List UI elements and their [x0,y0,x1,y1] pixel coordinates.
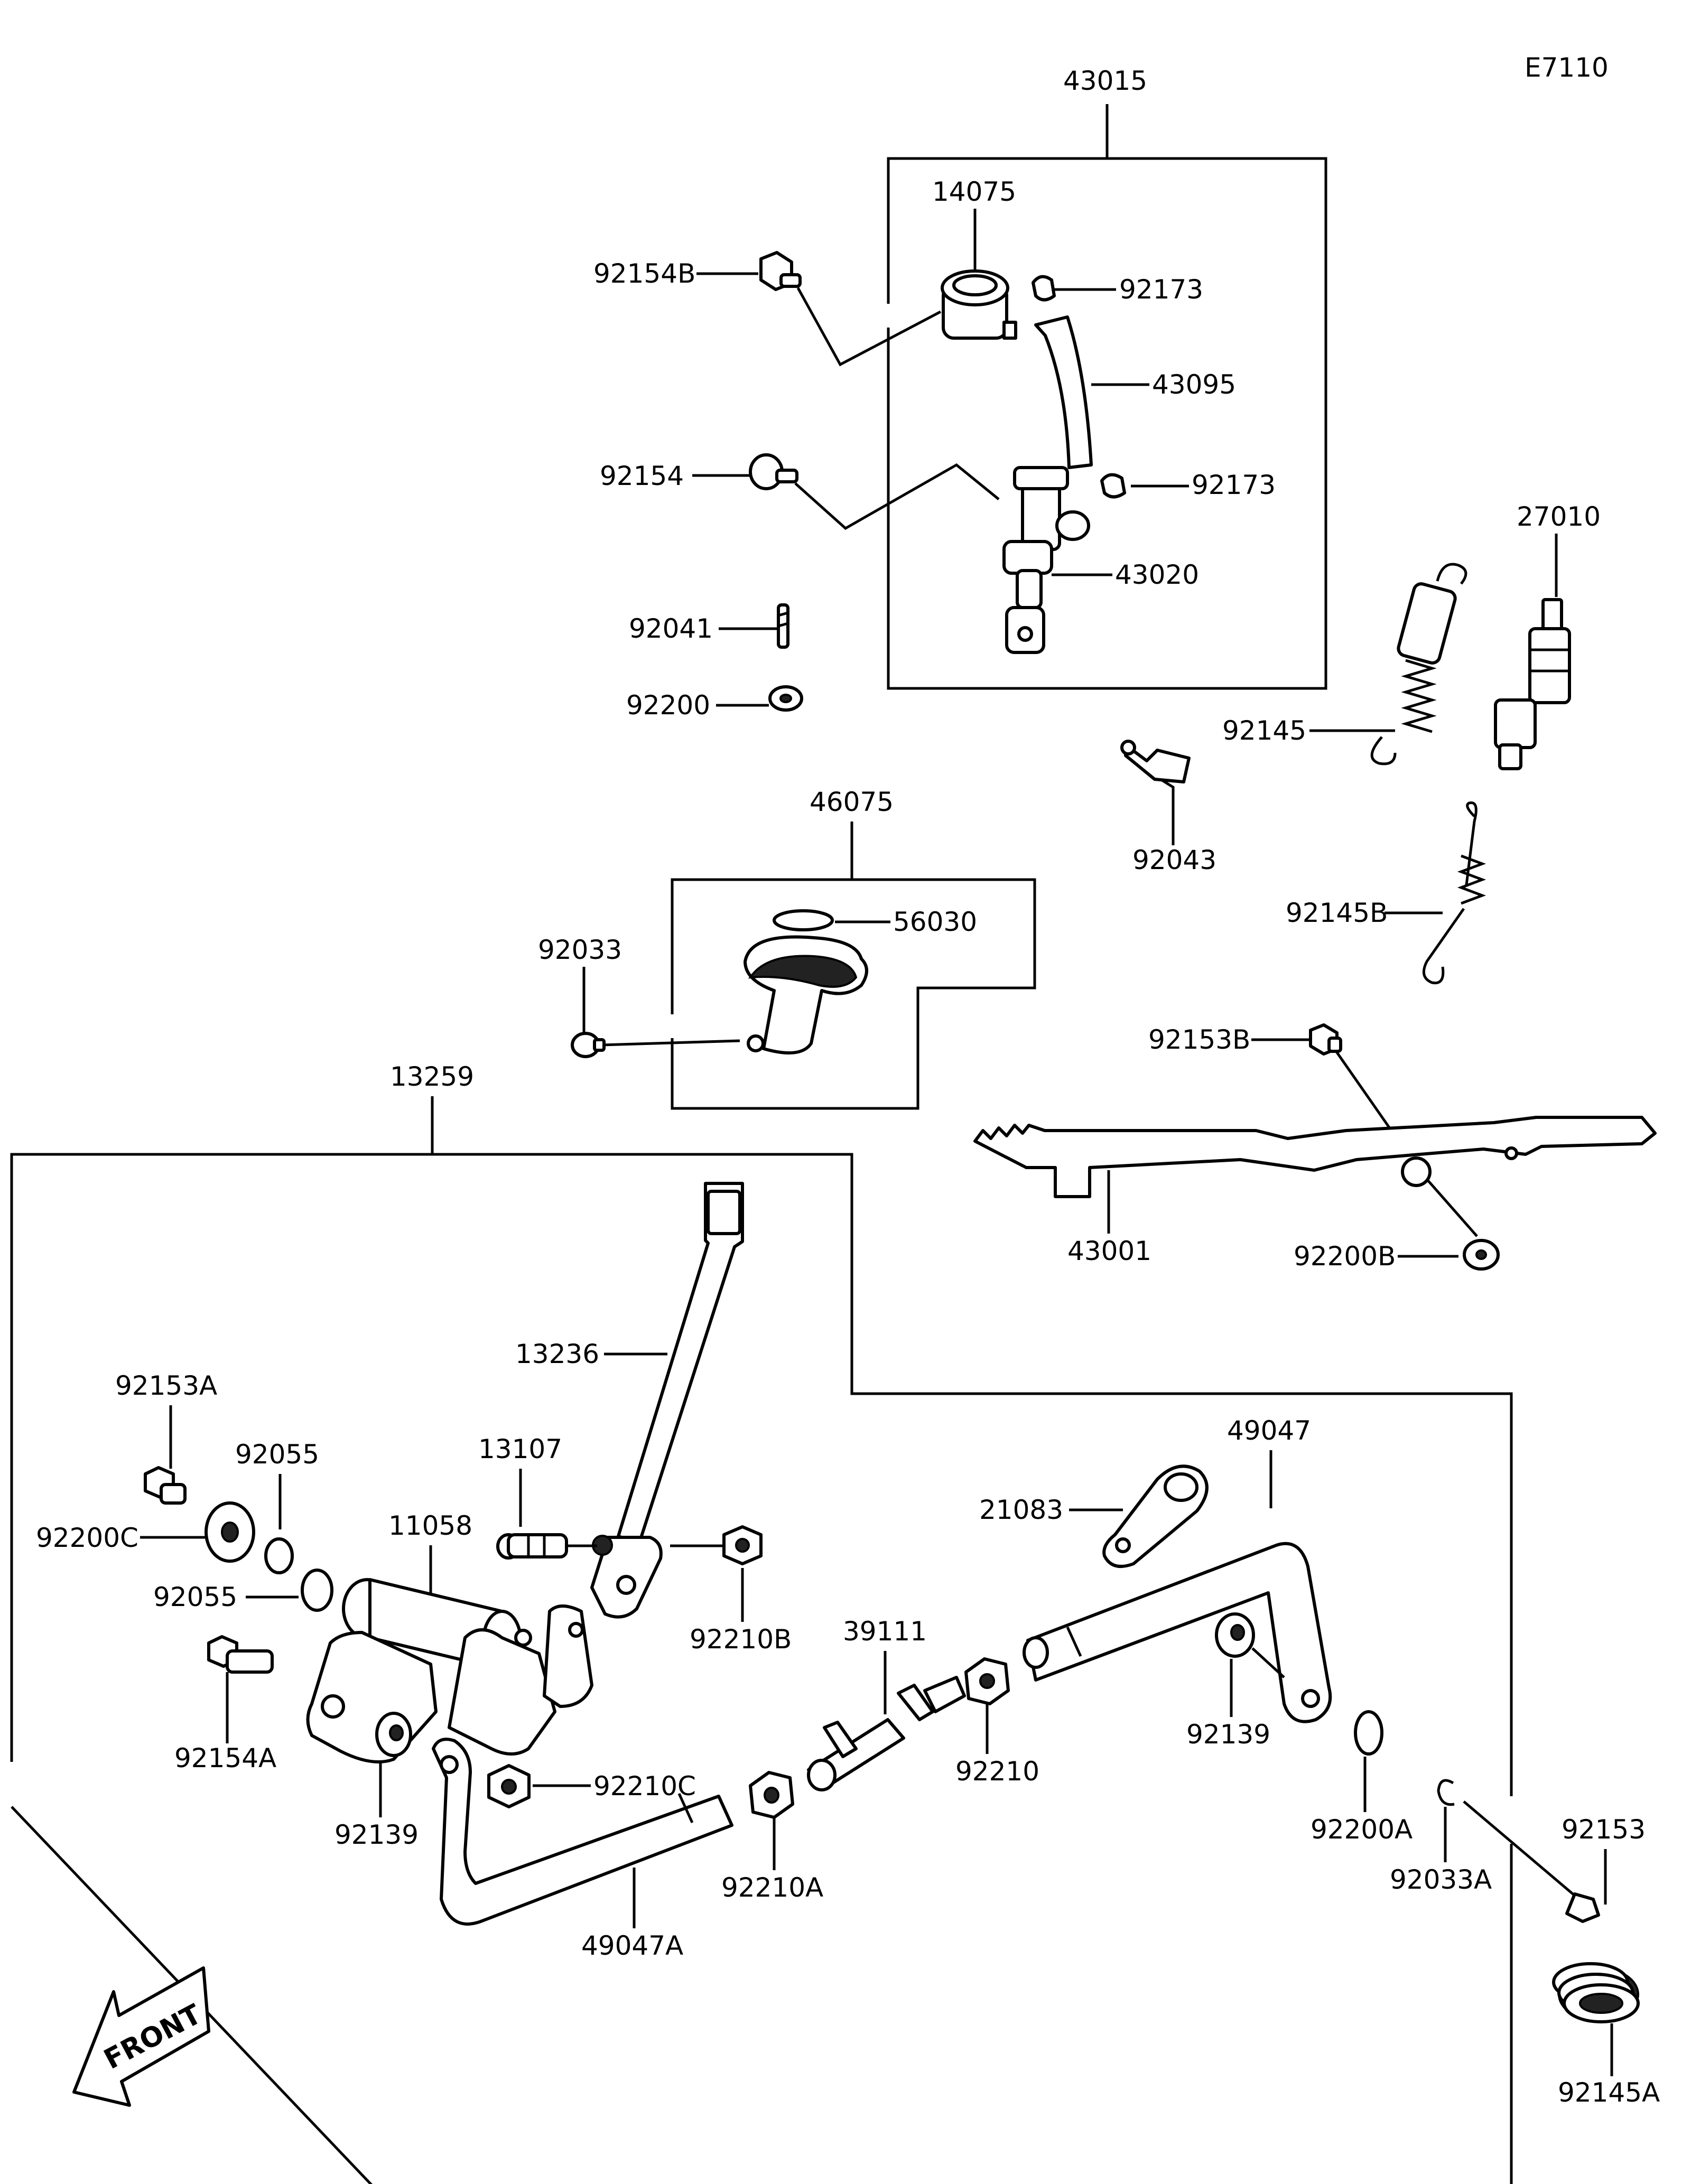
label-92153: 92153 [1562,1814,1646,1845]
label-92200B: 92200B [1294,1241,1396,1272]
label-21083: 21083 [979,1495,1063,1525]
part-13107-pin [496,1533,597,1560]
label-49047A: 49047A [581,1930,683,1961]
part-56030-emblem [773,909,834,931]
label-46075: 46075 [810,787,894,817]
label-43020: 43020 [1115,559,1199,590]
label-39111: 39111 [843,1616,927,1647]
part-92200C-washer [205,1501,255,1563]
part-92154A-bolt [207,1635,274,1674]
part-49047-rod [1023,1542,1332,1723]
label-92145B: 92145B [1286,898,1388,928]
part-92200B-washer [1463,1239,1500,1271]
part-92145B-spring [1422,801,1486,985]
part-92033A-clip [1437,1779,1455,1806]
label-92055-lower: 92055 [153,1582,237,1612]
part-92210B-nut [722,1525,763,1565]
part-14075-reservoir [941,269,1017,340]
label-27010: 27010 [1517,501,1601,532]
part-92033-screw [571,1032,606,1058]
label-49047: 49047 [1227,1415,1311,1446]
diagram-code: E7110 [1525,52,1609,83]
part-39111-adjuster [807,1676,966,1791]
label-92210B: 92210B [690,1624,792,1655]
label-92033A: 92033A [1390,1864,1492,1895]
label-92153B: 92153B [1148,1024,1250,1055]
label-92200C: 92200C [36,1523,138,1553]
group-13259-box [10,1153,1513,2184]
label-92173-top: 92173 [1119,274,1203,305]
part-43095-hose [1034,315,1093,469]
front-arrow-icon: FRONT [72,1966,210,2107]
label-92210C: 92210C [593,1771,696,1802]
part-92200A-washer [1354,1710,1383,1756]
part-92153-bolt [1565,1892,1600,1923]
label-11058: 11058 [388,1510,472,1541]
part-92153B-bolt [1309,1023,1342,1056]
label-92210: 92210 [955,1756,1039,1787]
part-46075-knob [744,935,868,1054]
part-11058-shaft [306,1578,593,1763]
part-43001-brake-pedal [973,1116,1657,1198]
label-92043: 92043 [1132,845,1216,875]
label-92139-right: 92139 [1186,1719,1270,1750]
label-92210A: 92210A [721,1872,823,1903]
label-92154: 92154 [600,461,684,491]
part-92145-spring [1370,563,1467,766]
part-21083-lever [1102,1464,1209,1568]
label-56030: 56030 [893,907,977,937]
label-13107: 13107 [478,1434,562,1464]
part-92154B-bolt [759,251,802,291]
part-92200-washer [768,685,803,712]
group-46075-box [671,878,1036,1110]
label-92173-lower: 92173 [1192,470,1276,500]
label-92200A: 92200A [1311,1814,1413,1845]
part-92043-pin [1120,740,1191,783]
label-92145: 92145 [1222,715,1306,746]
part-92055-ring-lower [301,1569,333,1612]
label-92200: 92200 [626,690,710,721]
part-92210-nut [964,1657,1010,1705]
label-92154B: 92154B [593,258,695,289]
part-92210A-nut [749,1771,794,1819]
label-92139-left: 92139 [335,1819,419,1850]
label-43095: 43095 [1152,369,1236,400]
label-92033: 92033 [538,935,622,965]
part-92041-pin [777,603,789,649]
label-13259: 13259 [390,1061,474,1092]
part-43020-master-cylinder [1002,466,1090,654]
part-92145A-spring [1552,1962,1640,2023]
part-49047A-rod [432,1738,733,1926]
group-43015-box [887,104,1327,690]
label-92145A: 92145A [1558,2077,1660,2108]
part-92173-clamp-top [1032,275,1056,302]
label-92055-top: 92055 [235,1439,319,1470]
label-43015: 43015 [1063,66,1147,96]
part-92154-bolt [749,453,798,490]
part-92139-collar-right [1215,1612,1255,1658]
label-13236: 13236 [515,1339,599,1369]
part-92139-collar-left [375,1712,412,1757]
label-92154A: 92154A [174,1743,276,1774]
part-92055-ring-top [264,1537,294,1574]
part-92210C-nut [487,1764,531,1808]
label-92153A: 92153A [115,1370,217,1401]
label-92041: 92041 [629,613,713,644]
label-43001: 43001 [1067,1236,1151,1266]
part-13236-rod [590,1182,744,1619]
part-92153A-bolt [144,1466,187,1505]
label-14075: 14075 [932,176,1016,207]
part-92173-clamp-lower [1100,473,1126,499]
part-27010-brake-switch [1494,598,1571,770]
